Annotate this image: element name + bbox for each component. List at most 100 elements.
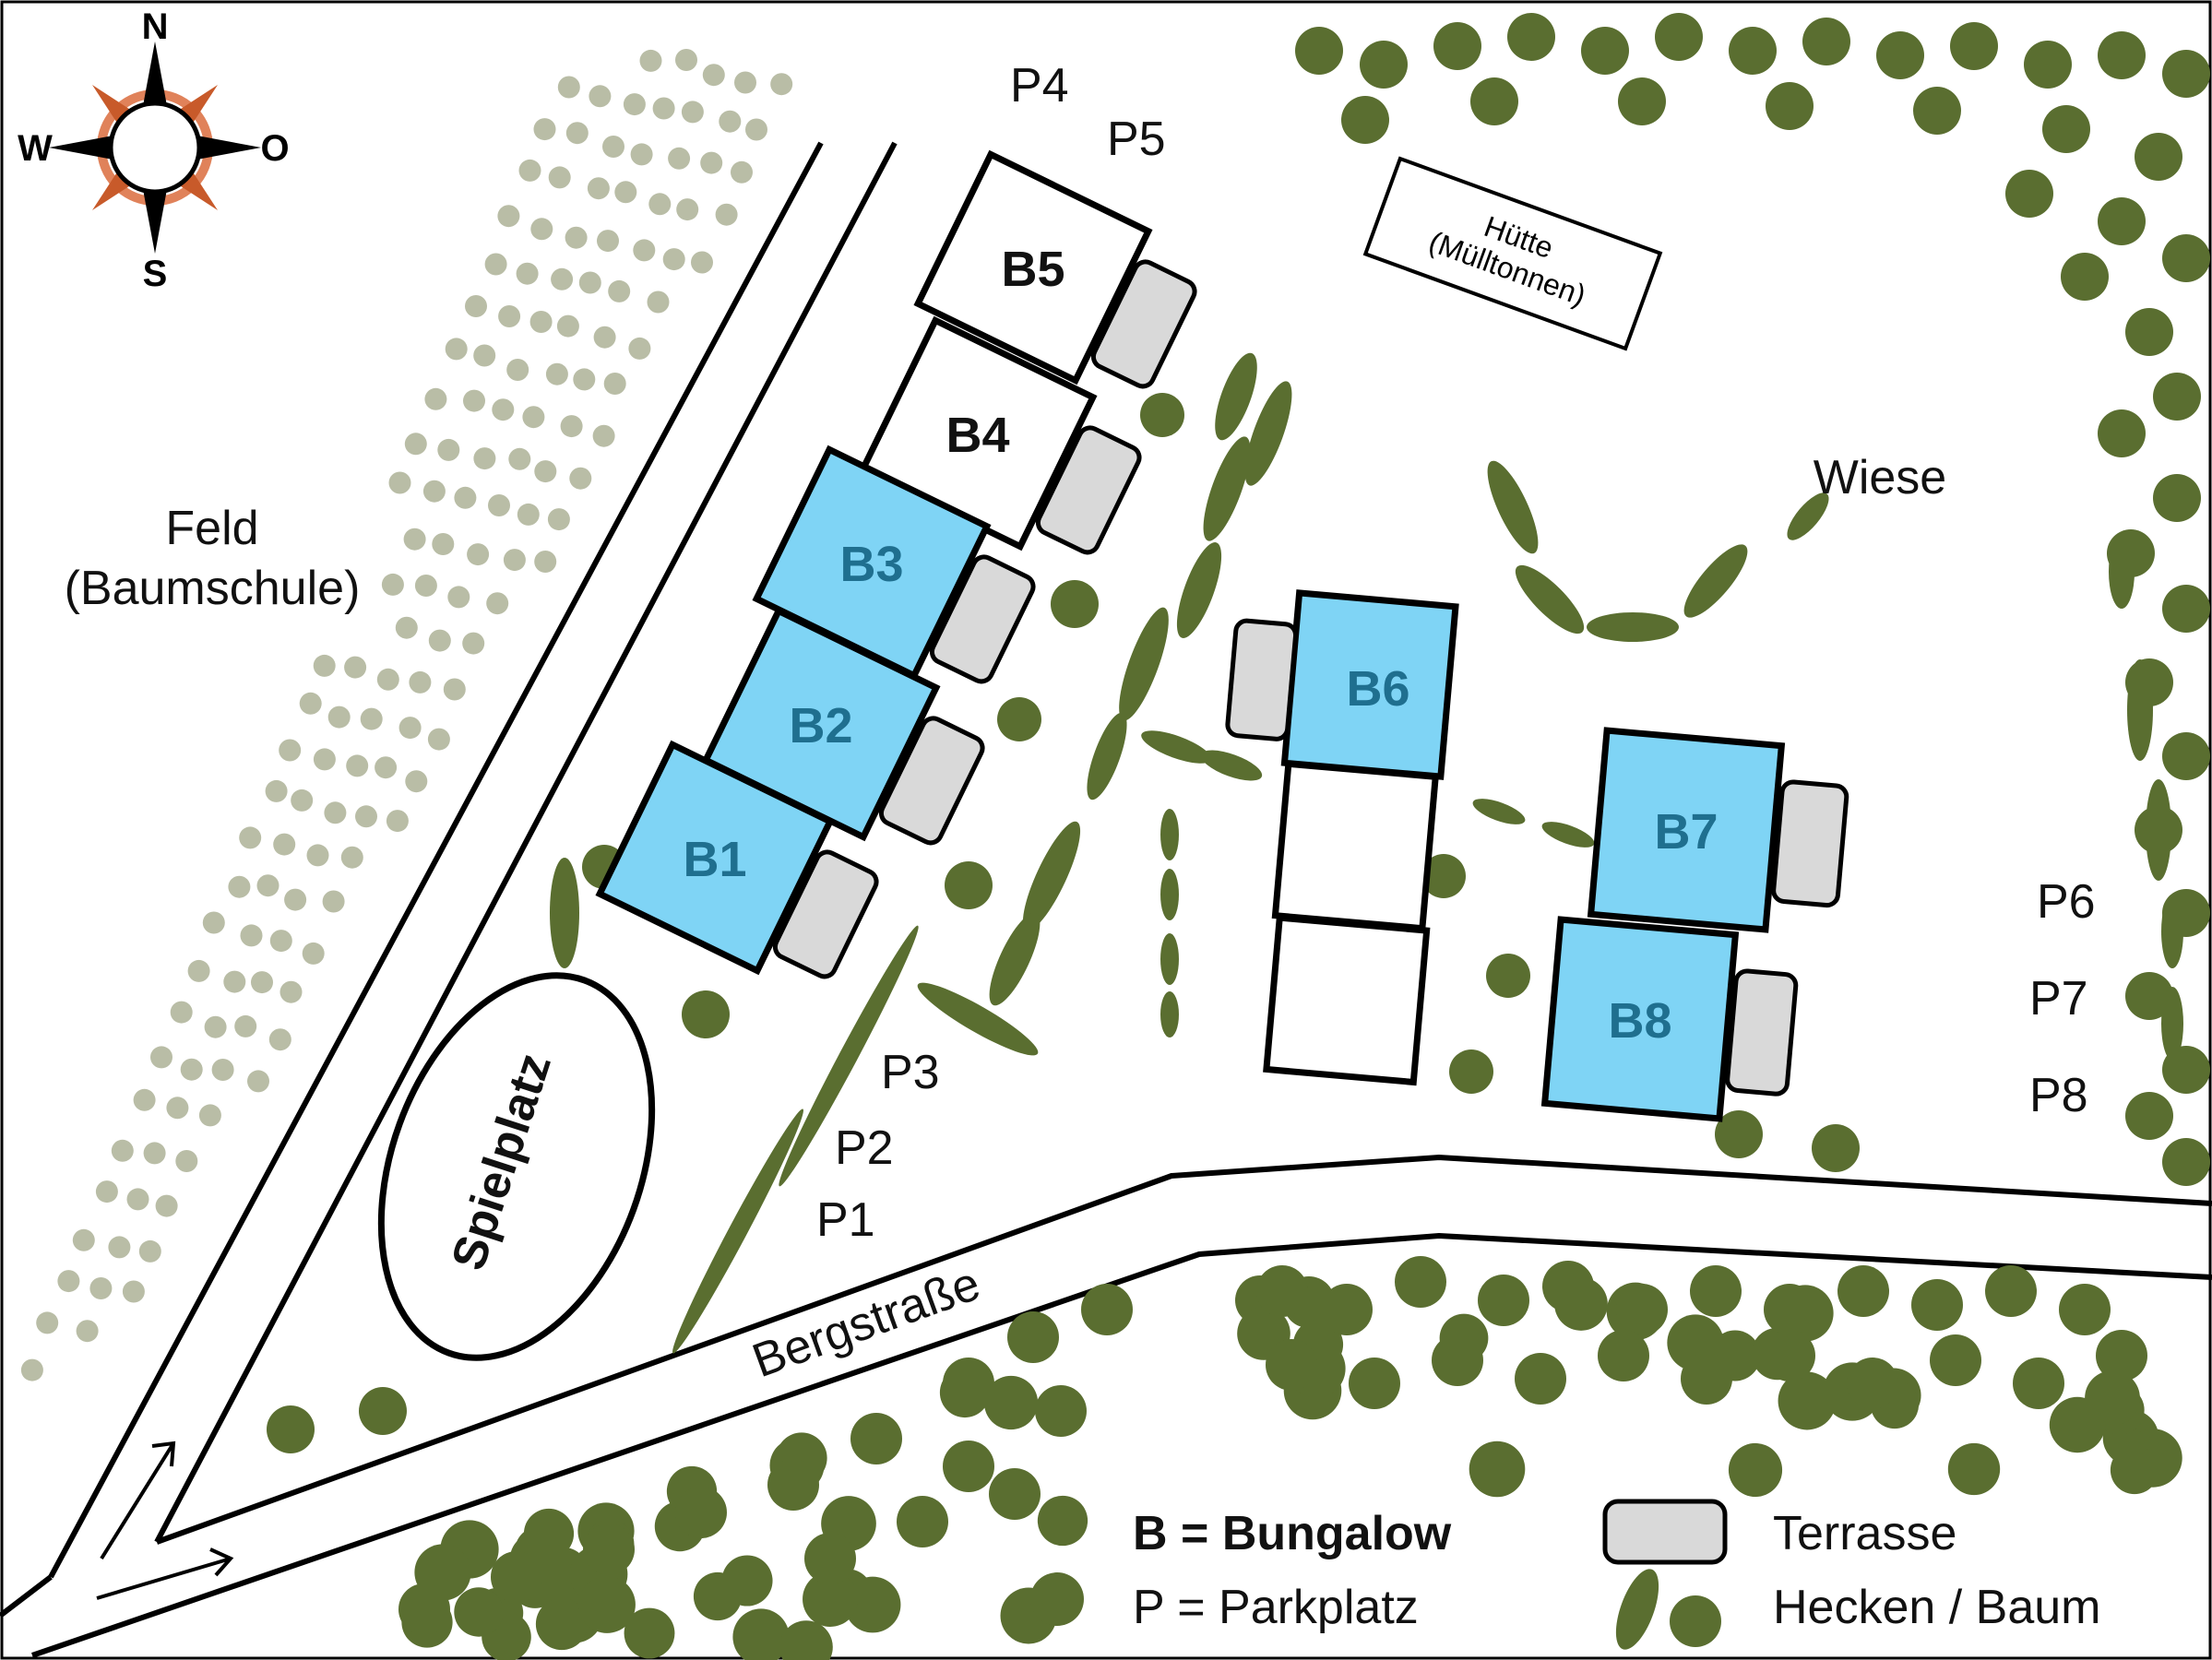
nursery-tree — [630, 143, 653, 166]
bungalow-b6-label: B6 — [1346, 661, 1409, 717]
nursery-tree — [432, 533, 455, 555]
tree — [1321, 1284, 1373, 1335]
nursery-tree — [57, 1270, 80, 1293]
hedge — [2146, 779, 2171, 881]
nursery-tree — [424, 387, 447, 410]
nursery-tree — [180, 1058, 203, 1081]
bungalow-b7-building — [1587, 727, 1786, 933]
tree — [682, 990, 730, 1038]
nursery-tree — [715, 203, 738, 226]
tree — [1764, 1284, 1815, 1335]
hedge — [1203, 436, 1251, 541]
hedge — [1472, 799, 1526, 824]
nursery-tree — [573, 368, 596, 391]
nursery-tree — [344, 656, 367, 679]
nursery-tree — [133, 1088, 156, 1111]
nursery-tree — [166, 1097, 189, 1120]
nursery-tree — [247, 1070, 269, 1093]
parking-p2: P2 — [835, 1121, 894, 1175]
field-sublabel: (Baumschule) — [65, 562, 361, 615]
nursery-tree — [557, 76, 580, 99]
nursery-tree — [376, 668, 399, 691]
nursery-tree — [234, 1014, 257, 1038]
bungalow-b6-extension — [1263, 760, 1440, 1086]
tree — [850, 1413, 902, 1464]
tree — [1715, 1110, 1763, 1158]
bungalow-b1[interactable]: B1 — [595, 740, 892, 1001]
legend-bungalow: B = Bungalow — [1133, 1507, 1452, 1560]
tree — [1029, 1571, 1085, 1627]
hedge — [1160, 809, 1179, 860]
nursery-tree — [719, 110, 742, 133]
nursery-tree — [198, 1104, 221, 1127]
nursery-tree — [175, 1150, 198, 1172]
hedge — [1515, 564, 1585, 634]
bungalow-b4-label: B4 — [945, 408, 1009, 463]
nursery-tree — [150, 1046, 172, 1069]
tree — [2162, 1138, 2210, 1186]
nursery-tree — [414, 575, 437, 597]
hedge — [672, 1109, 803, 1354]
compass-center — [108, 101, 202, 195]
nursery-tree — [560, 415, 583, 438]
nursery-tree — [381, 573, 404, 596]
nursery-tree — [108, 1236, 131, 1259]
nursery-tree — [486, 592, 509, 615]
tree — [1421, 854, 1466, 898]
nursery-tree — [508, 447, 531, 470]
nursery-tree — [633, 239, 656, 262]
bungalow-b7[interactable]: B7 — [1587, 727, 1850, 935]
nursery-tree — [578, 271, 601, 294]
nursery-tree — [473, 344, 496, 367]
nursery-tree — [223, 970, 246, 993]
terrace-b8 — [1725, 968, 1799, 1097]
legend-terrace-swatch — [1602, 1499, 1728, 1565]
tree — [491, 1551, 542, 1603]
west-road-inner-edge — [154, 141, 898, 1544]
nursery-tree — [676, 198, 699, 221]
playground: Spielplatz — [377, 972, 656, 1361]
tree — [1947, 1442, 2001, 1496]
hedge — [1176, 542, 1222, 638]
tree — [2162, 585, 2210, 633]
tree — [803, 1571, 858, 1627]
tree — [2049, 1396, 2106, 1453]
nursery-tree — [556, 314, 579, 338]
tree — [2061, 253, 2109, 301]
bungalow-b4[interactable]: B4 — [858, 315, 1155, 576]
tree — [1728, 1442, 1783, 1498]
meadow-label: Wiese — [1814, 451, 1946, 504]
nursery-tree — [745, 118, 767, 141]
nursery-tree — [386, 810, 409, 833]
nursery-tree — [497, 205, 520, 228]
hedge — [989, 912, 1041, 1006]
bungalow-b6[interactable]: B6 — [1225, 587, 1459, 780]
tree — [359, 1387, 407, 1435]
nursery-tree — [770, 73, 793, 96]
terrace-b7 — [1771, 779, 1849, 908]
tree — [1341, 96, 1389, 144]
arrow-north-icon — [100, 1441, 176, 1560]
nursery-tree — [488, 494, 510, 516]
nursery-tree — [454, 486, 477, 509]
tree — [1433, 22, 1481, 70]
tree — [1985, 1265, 2037, 1317]
nursery-tree — [498, 305, 521, 327]
nursery-tree — [268, 1028, 291, 1051]
tree — [578, 1576, 636, 1633]
bungalow-b3[interactable]: B3 — [752, 445, 1049, 706]
nursery-tree — [602, 136, 624, 158]
terrace-b1 — [772, 849, 879, 979]
nursery-tree — [675, 49, 697, 71]
tree — [2153, 373, 2201, 421]
nursery-tree — [422, 480, 446, 503]
bungalow-b3-label: B3 — [839, 537, 903, 592]
nursery-tree — [72, 1228, 95, 1251]
nursery-tree — [443, 678, 466, 701]
bungalow-b8[interactable]: B8 — [1540, 916, 1800, 1124]
hedge — [1244, 381, 1292, 486]
tree — [1469, 1441, 1526, 1498]
bungalow-b5[interactable]: B5 — [913, 149, 1210, 410]
field-label: Feld — [165, 502, 258, 555]
bungalow-b5-building — [913, 149, 1153, 385]
